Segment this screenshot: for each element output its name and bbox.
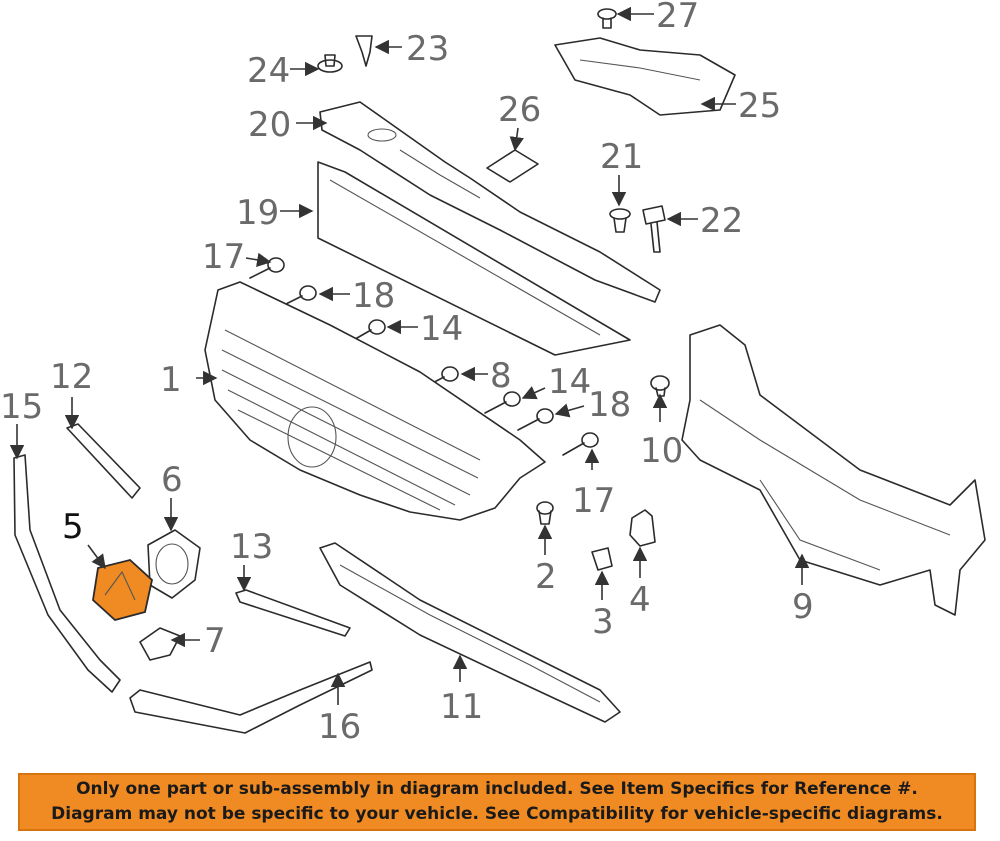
part-9-reinforcement [681, 324, 986, 616]
part-22-bolt [642, 205, 666, 253]
callout-19: 19 [236, 193, 279, 233]
leader-lines [9, 6, 810, 705]
parts-diagram: 27 23 24 25 26 20 21 22 19 17 18 14 8 14… [0, 0, 986, 747]
callout-2: 2 [535, 557, 557, 597]
part-16-lower-molding [129, 661, 373, 734]
part-27-clip [597, 8, 617, 29]
callout-24: 24 [247, 51, 290, 91]
callout-17-upper: 17 [202, 237, 245, 277]
part-12-molding [66, 423, 141, 499]
callout-23: 23 [406, 29, 449, 69]
callout-20: 20 [248, 105, 291, 145]
part-1-grille [204, 281, 546, 521]
callout-21: 21 [600, 137, 643, 177]
callout-9: 9 [792, 587, 814, 627]
screw-14-lower [484, 391, 521, 414]
callout-18-lower: 18 [588, 385, 631, 425]
callout-1: 1 [160, 360, 182, 400]
callout-3: 3 [592, 602, 614, 642]
callout-numbers: 27 23 24 25 26 20 21 22 19 17 18 14 8 14… [0, 0, 814, 747]
callout-10: 10 [640, 431, 683, 471]
callout-6: 6 [161, 460, 183, 500]
callout-26: 26 [498, 90, 541, 130]
part-21-clip [609, 208, 631, 233]
screw-18-lower [517, 408, 554, 431]
part-5-emblem-highlighted [92, 559, 153, 621]
callout-8: 8 [490, 356, 512, 396]
callout-14-lower: 14 [548, 362, 591, 402]
part-2-clip [536, 501, 554, 525]
part-25-undercover [554, 37, 736, 116]
part-20-upper-shroud [319, 101, 661, 303]
screw-17-lower [562, 432, 599, 456]
part-24-clip [317, 54, 343, 73]
callout-14-upper: 14 [420, 309, 463, 349]
part-6-emblem-base [147, 529, 201, 599]
callout-15: 15 [0, 387, 43, 427]
part-7-bracket [139, 627, 181, 661]
callout-11: 11 [440, 687, 483, 727]
callout-5: 5 [62, 507, 84, 547]
callout-7: 7 [204, 621, 226, 661]
part-10-clip [650, 375, 670, 397]
screw-18-upper [281, 285, 317, 307]
callout-18-upper: 18 [352, 276, 395, 316]
part-3-clip [591, 547, 613, 571]
disclaimer-line-1: Only one part or sub-assembly in diagram… [76, 779, 918, 799]
part-26-pad [486, 149, 539, 183]
callout-16: 16 [318, 707, 361, 747]
callout-17-lower: 17 [572, 481, 615, 521]
part-4-bracket [629, 509, 656, 547]
part-13-molding [235, 589, 351, 637]
callout-12: 12 [50, 357, 93, 397]
callout-13: 13 [230, 527, 273, 567]
callout-27: 27 [656, 0, 699, 36]
disclaimer-line-2: Diagram may not be specific to your vehi… [51, 804, 943, 824]
disclaimer-banner: Only one part or sub-assembly in diagram… [18, 773, 976, 831]
part-19-seal-panel [317, 161, 631, 356]
callout-4: 4 [629, 580, 651, 620]
part-23-clip [355, 35, 373, 67]
part-15-side-strip [13, 454, 121, 693]
part-11-absorber [319, 542, 621, 723]
callout-22: 22 [700, 201, 743, 241]
callout-25: 25 [738, 86, 781, 126]
